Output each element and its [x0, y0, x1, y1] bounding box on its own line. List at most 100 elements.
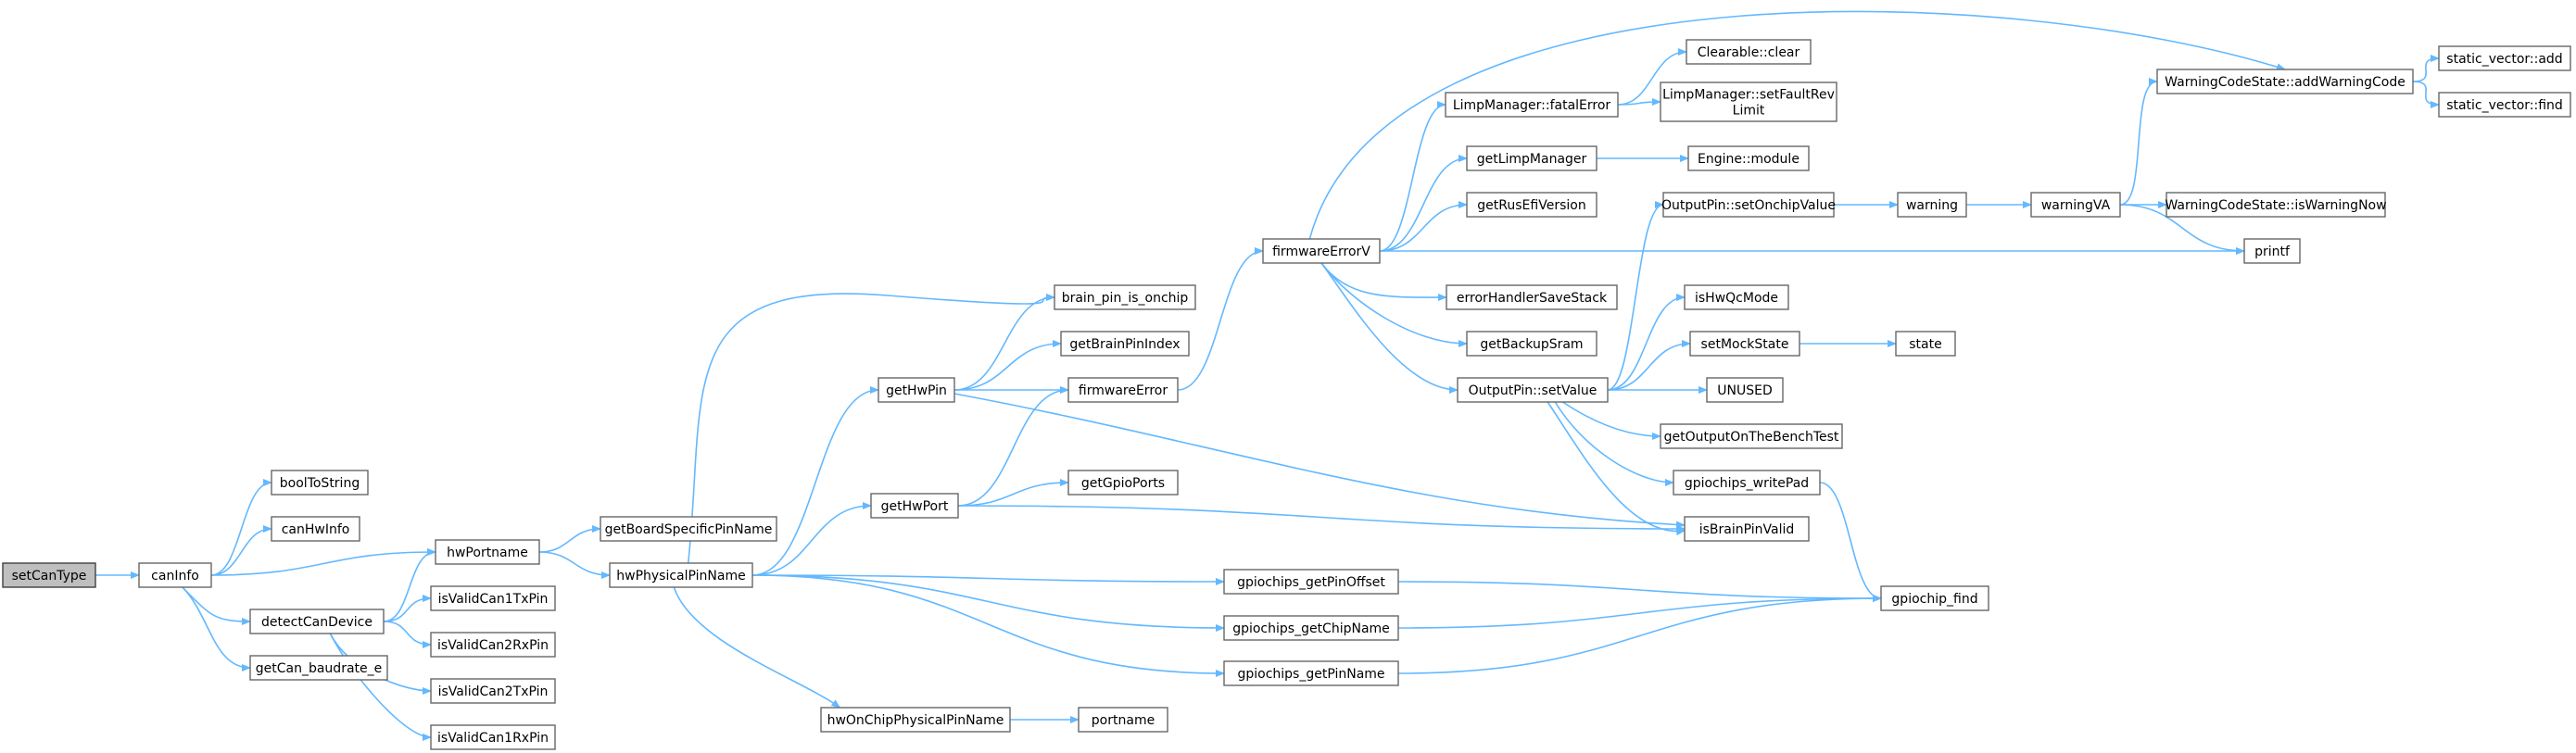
node-box [249, 609, 385, 634]
node-getrusefiversion[interactable]: getRusEfiVersion [1466, 192, 1597, 218]
node-gethwport[interactable]: getHwPort [870, 493, 959, 519]
node-printf[interactable]: printf [2243, 238, 2301, 264]
edge-detectcandevice-to-isvalidcan1rxpin [329, 633, 432, 741]
node-setcantype[interactable]: setCanType [2, 562, 96, 588]
node-label: gpiochips_getPinOffset [1237, 575, 1385, 590]
edge-outputpin-setvalue-to-getoutputonthebenchtest [1561, 401, 1661, 440]
node-box [1466, 145, 1597, 171]
edge-firmwareerrorv-to-getbackupsram [1320, 262, 1468, 347]
node-box [1445, 92, 1619, 118]
node-gethwpin[interactable]: getHwPin [878, 377, 955, 403]
node-box [1223, 569, 1399, 595]
node-detectcandevice[interactable]: detectCanDevice [249, 609, 385, 634]
node-label: WarningCodeState::addWarningCode [2165, 75, 2406, 90]
node-box [271, 516, 360, 542]
node-box [430, 632, 556, 658]
node-isvalidcan1txpin[interactable]: isValidCan1TxPin [430, 585, 556, 611]
node-label: getBackupSram [1480, 337, 1583, 352]
node-caninfo[interactable]: canInfo [138, 562, 212, 588]
node-getbrainpinindex[interactable]: getBrainPinIndex [1060, 331, 1190, 357]
node-label: printf [2254, 245, 2291, 259]
node-portname[interactable]: portname [1078, 707, 1168, 733]
node-getcan-baudrate-e[interactable]: getCan_baudrate_e [249, 655, 388, 681]
node-engine-module[interactable]: Engine::module [1687, 145, 1810, 171]
node-outputpin-setonchipvalue[interactable]: OutputPin::setOnchipValue [1661, 192, 1836, 218]
node-ishwqcmode[interactable]: isHwQcMode [1684, 284, 1789, 310]
node-warningva[interactable]: warningVA [2030, 192, 2121, 218]
node-gpiochip-find[interactable]: gpiochip_find [1880, 585, 1989, 611]
node-outputpin-setvalue[interactable]: OutputPin::setValue [1457, 377, 1609, 403]
node-hwphysicalpinname[interactable]: hwPhysicalPinName [609, 562, 753, 588]
edge-firmwareerrorv-to-errorhandlersavestack [1320, 262, 1447, 302]
node-isbrainpinvalid[interactable]: isBrainPinValid [1684, 516, 1810, 542]
node-label: getCan_baudrate_e [256, 661, 383, 676]
node-box [1078, 707, 1168, 733]
edge-warningva-to-warningcodestate-addwarningcode [2119, 78, 2158, 206]
node-gpiochips-writepad[interactable]: gpiochips_writePad [1673, 470, 1821, 496]
node-label: getLimpManager [1477, 152, 1587, 167]
node-label: static_vector::find [2446, 98, 2563, 113]
edge-warningcodestate-addwarningcode-to-static-vector-add [2412, 55, 2440, 82]
node-box [2030, 192, 2121, 218]
node-box [430, 585, 556, 611]
node-warningcodestate-iswarningnow[interactable]: WarningCodeState::isWarningNow [2165, 192, 2387, 218]
node-warning[interactable]: warning [1897, 192, 1967, 218]
node-warningcodestate-addwarningcode[interactable]: WarningCodeState::addWarningCode [2156, 69, 2414, 94]
edge-caninfo-to-canhwinfo [210, 525, 272, 576]
edge-outputpin-setvalue-to-ishwqcmode [1607, 294, 1686, 391]
node-box [1897, 192, 1967, 218]
node-label: getBrainPinIndex [1069, 337, 1180, 352]
node-static-vector-add[interactable]: static_vector::add [2438, 45, 2571, 71]
node-box [870, 493, 959, 519]
node-errorhandlersavestack[interactable]: errorHandlerSaveStack [1446, 284, 1618, 310]
node-label: getBoardSpecificPinName [605, 522, 773, 537]
node-box [1684, 516, 1810, 542]
node-firmwareerrorv[interactable]: firmwareErrorV [1262, 238, 1381, 264]
node-label: gpiochips_writePad [1685, 476, 1809, 491]
node-label: isHwQcMode [1695, 291, 1778, 306]
node-isvalidcan2txpin[interactable]: isValidCan2TxPin [430, 678, 556, 704]
edge-firmwareerrorv-to-limpmanager-fatalerror [1379, 101, 1446, 252]
node-canhwinfo[interactable]: canHwInfo [271, 516, 360, 542]
node-clearable-clear[interactable]: Clearable::clear [1686, 39, 1812, 65]
node-getlimpmanager[interactable]: getLimpManager [1466, 145, 1597, 171]
node-static-vector-find[interactable]: static_vector::find [2438, 92, 2571, 118]
node-gpiochips-getpinname[interactable]: gpiochips_getPinName [1223, 660, 1399, 686]
edge-firmwareerrorv-to-getlimpmanager [1379, 155, 1468, 252]
node-hwportname[interactable]: hwPortname [435, 539, 540, 565]
node-label: setMockState [1701, 337, 1789, 352]
node-label: hwOnChipPhysicalPinName [827, 713, 1004, 728]
node-getboardspecificpinname[interactable]: getBoardSpecificPinName [600, 516, 777, 542]
node-box [1662, 192, 1835, 218]
node-box [2438, 92, 2571, 118]
node-getbackupsram[interactable]: getBackupSram [1466, 331, 1597, 357]
node-state[interactable]: state [1895, 331, 1956, 357]
edge-hwportname-to-hwphysicalpinname [538, 551, 611, 579]
node-box [2, 562, 96, 588]
edge-caninfo-to-getcan-baudrate-e [182, 586, 251, 671]
node-unused[interactable]: UNUSED [1706, 377, 1784, 403]
node-setmockstate[interactable]: setMockState [1689, 331, 1800, 357]
node-label: getHwPort [881, 499, 949, 514]
node-brain-pin-is-onchip[interactable]: brain_pin_is_onchip [1054, 284, 1196, 310]
node-hwonchipphysicalpinname[interactable]: hwOnChipPhysicalPinName [820, 707, 1011, 733]
node-box [1262, 238, 1381, 264]
node-limpmanager-fatalerror[interactable]: LimpManager::fatalError [1445, 92, 1619, 118]
node-firmwareerror[interactable]: firmwareError [1067, 377, 1179, 403]
node-isvalidcan2rxpin[interactable]: isValidCan2RxPin [430, 632, 556, 658]
node-getoutputonthebenchtest[interactable]: getOutputOnTheBenchTest [1660, 423, 1843, 449]
node-box [1689, 331, 1800, 357]
node-booltostring[interactable]: boolToString [271, 470, 369, 496]
edge-gethwport-to-getgpioports [957, 479, 1069, 507]
edge-gethwport-to-firmwareerror [957, 386, 1069, 507]
node-label: static_vector::add [2446, 52, 2562, 67]
node-label: OutputPin::setValue [1469, 383, 1597, 398]
node-isvalidcan1rxpin[interactable]: isValidCan1RxPin [430, 724, 556, 750]
node-gpiochips-getchipname[interactable]: gpiochips_getChipName [1223, 615, 1399, 641]
node-label: LimpManager::fatalError [1453, 98, 1611, 113]
node-gpiochips-getpinoffset[interactable]: gpiochips_getPinOffset [1223, 569, 1399, 595]
node-getgpioports[interactable]: getGpioPorts [1067, 470, 1179, 496]
node-box [1067, 377, 1179, 403]
edge-detectcandevice-to-hwportname [383, 548, 436, 622]
